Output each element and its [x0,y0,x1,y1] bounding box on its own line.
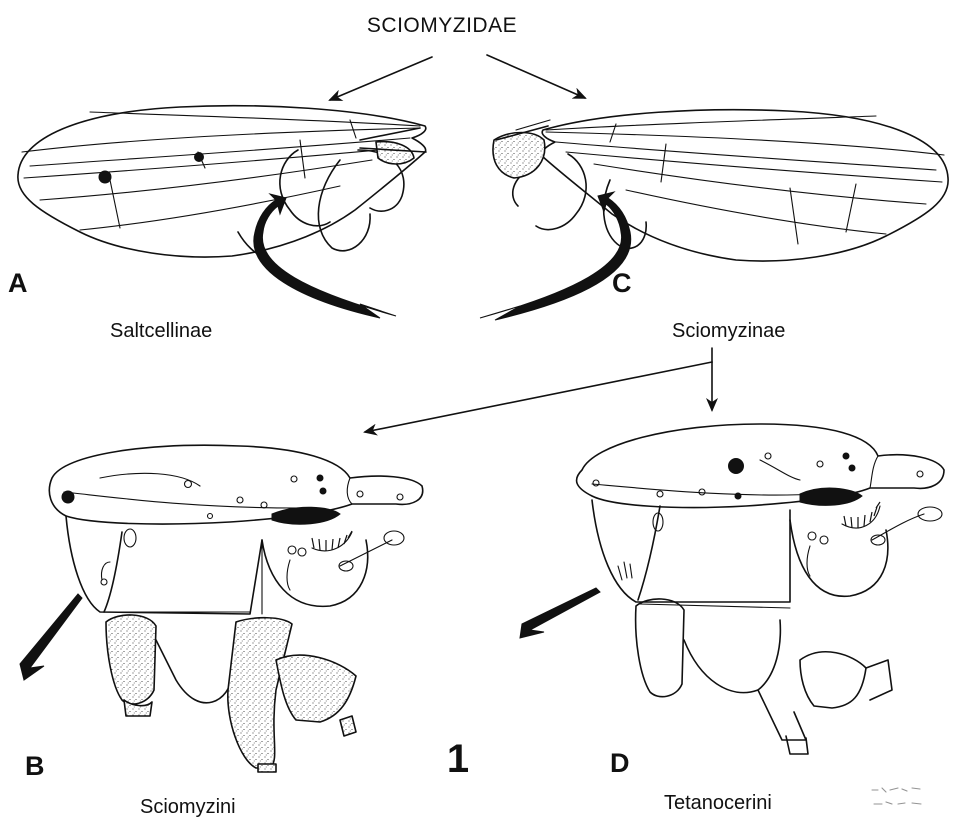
panel-label-c: C [612,268,632,298]
taxon-label-b: Sciomyzini [140,796,236,818]
arrow-to-wing-a [330,57,432,100]
arrow-to-panel-b [365,362,712,432]
panel-label-a: A [8,268,28,298]
figure-title: SCIOMYZIDAE [367,14,517,37]
arrow-to-wing-c [487,55,585,98]
taxon-label-a: Saltcellinae [110,320,212,342]
wing-a-illustration [18,106,426,318]
thorax-d-illustration [520,424,944,754]
taxon-label-d: Tetanocerini [664,792,772,814]
panel-label-d: D [610,748,630,778]
wing-c-illustration [480,110,948,320]
figure-number: 1 [447,737,469,781]
subfamily-branch-arrows [365,348,712,432]
pointer-arrow-d [520,588,600,638]
thorax-b-illustration [20,445,423,772]
panel-label-b: B [25,751,45,781]
corner-stamp [872,788,921,804]
title-arrows [330,55,585,100]
taxon-label-c: Sciomyzinae [672,320,785,342]
pointer-arrow-b [20,594,82,680]
